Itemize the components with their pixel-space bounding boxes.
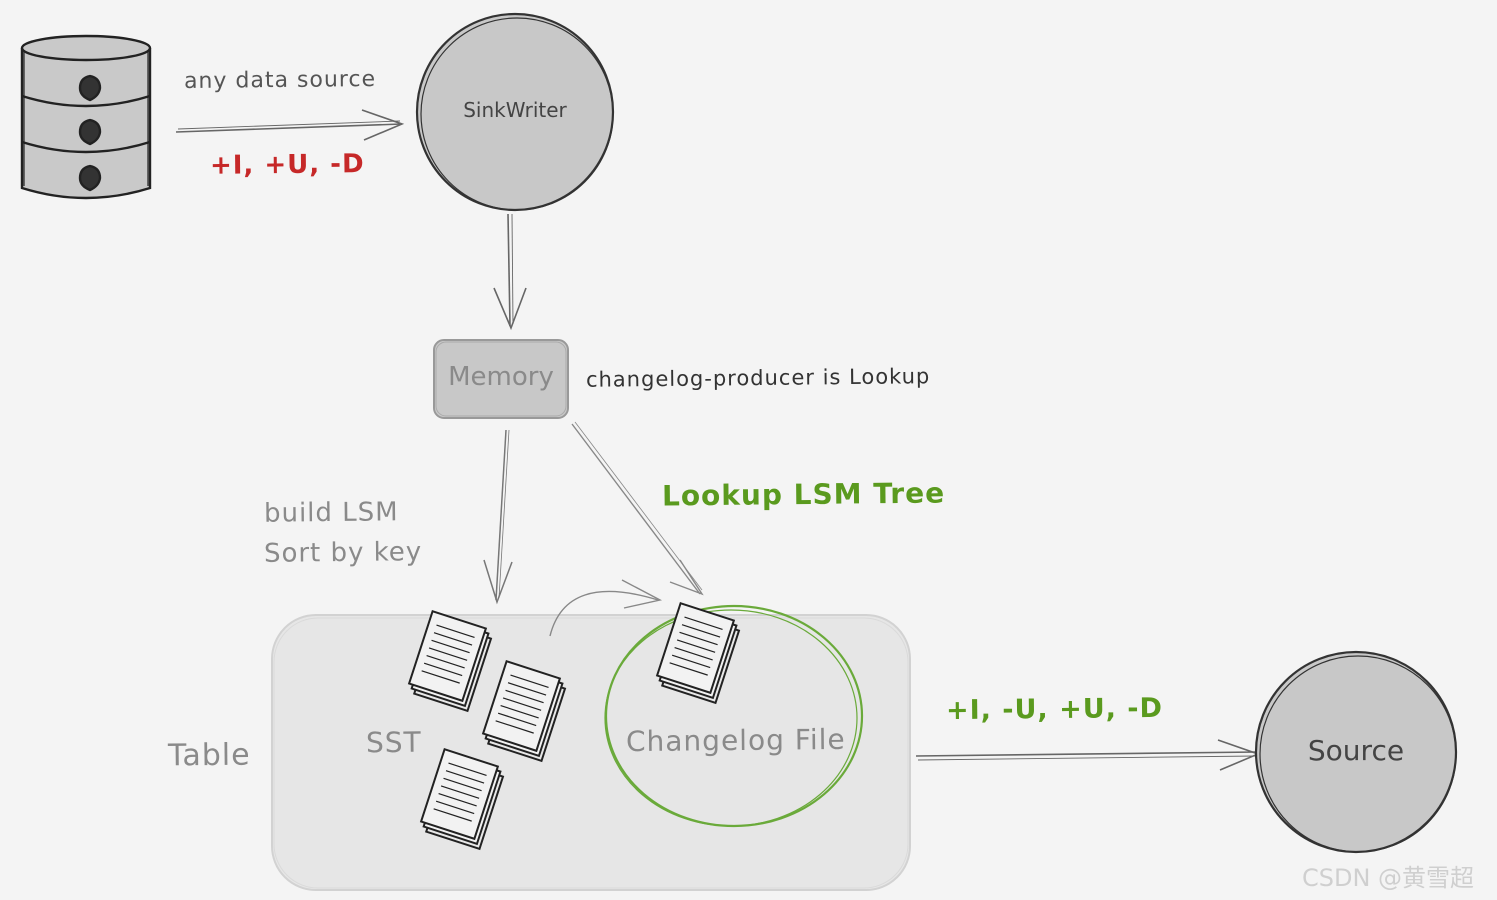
table-label: Table: [167, 737, 251, 774]
sst-label: SST: [365, 725, 422, 760]
source-node: [1254, 650, 1458, 854]
edge-source-to-sinkwriter: [175, 109, 405, 141]
changelog-file-label: Changelog File: [625, 722, 846, 759]
document-stack-icon: [655, 601, 741, 705]
edge-sinkwriter-to-memory: [493, 213, 527, 331]
edge-label-lookup-lsm-tree: Lookup LSM Tree: [661, 476, 946, 513]
note-build-lsm: build LSM: [263, 497, 399, 529]
database-icon: [20, 34, 152, 200]
changelog-highlight-circle: [604, 604, 864, 828]
edge-label-any-data-source: any data source: [183, 66, 377, 95]
document-stack-icon: [407, 609, 567, 851]
edge-label-output-ops: +I, -U, +U, -D: [945, 692, 1164, 727]
edge-memory-to-changelog: [571, 421, 704, 596]
edge-memory-to-sst: [483, 429, 513, 605]
watermark: CSDN @黄雪超: [1302, 864, 1475, 892]
sinkwriter-label: SinkWriter: [463, 98, 567, 122]
memory-label: Memory: [448, 362, 554, 392]
sinkwriter-node: [415, 12, 615, 212]
note-changelog-producer: changelog-producer is Lookup: [585, 364, 931, 392]
memory-node: [433, 339, 569, 419]
note-sort-by-key: Sort by key: [263, 537, 423, 569]
edge-label-input-ops: +I, +U, -D: [209, 149, 365, 181]
edge-sst-to-changelog: [549, 579, 663, 637]
source-label: Source: [1307, 734, 1405, 767]
edge-table-to-source: [915, 739, 1261, 771]
